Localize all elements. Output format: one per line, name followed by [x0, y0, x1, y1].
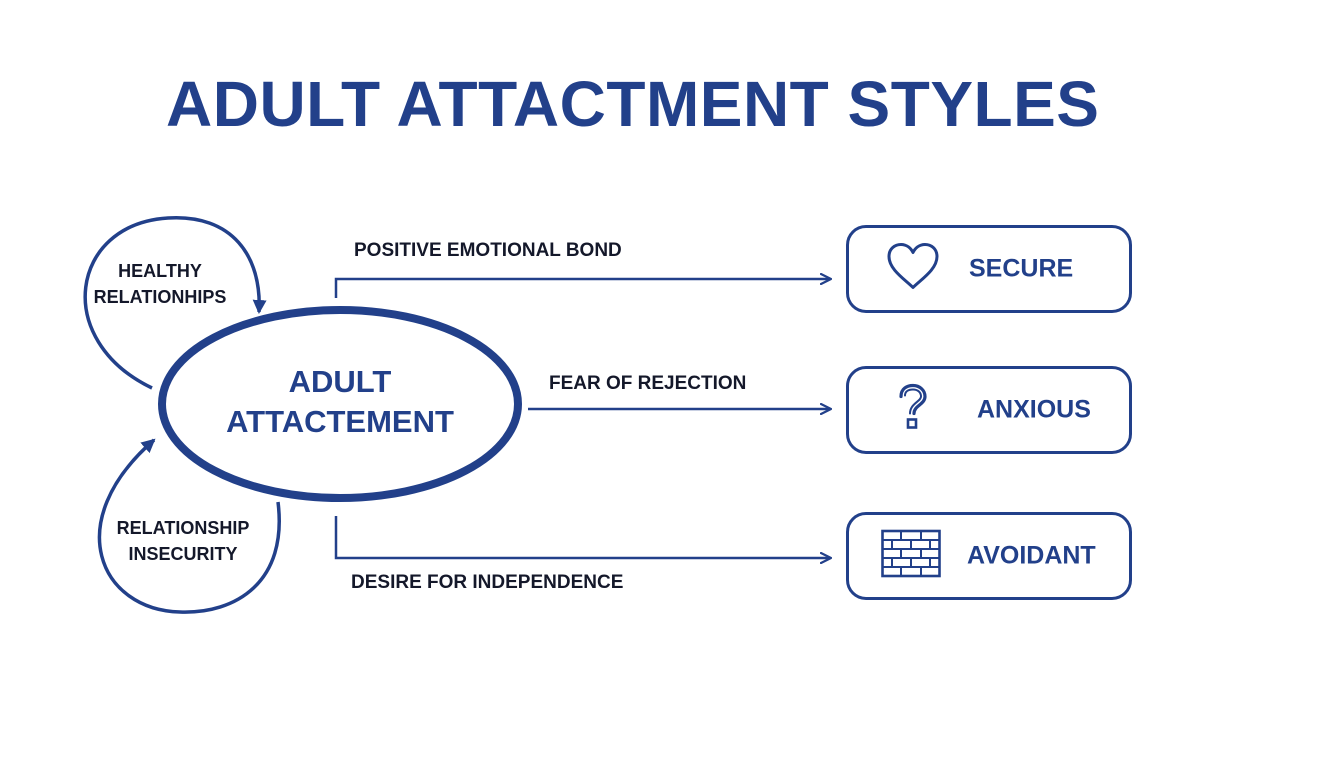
style-name-anxious: ANXIOUS	[977, 395, 1091, 424]
style-box-secure[interactable]: SECURE	[846, 225, 1132, 313]
connector-label-avoidant: DESIRE FOR INDEPENDENCE	[351, 572, 624, 593]
heart-icon	[885, 242, 941, 297]
center-node-label: ADULT ATTACTEMENT	[170, 362, 510, 442]
style-name-secure: SECURE	[969, 254, 1074, 283]
style-box-anxious[interactable]: ANXIOUS	[846, 366, 1132, 454]
connector-label-anxious: FEAR OF REJECTION	[549, 373, 747, 394]
question-mark-icon	[893, 383, 933, 438]
center-label-line2: ATTACTEMENT	[226, 404, 454, 439]
loop-label-healthy-line2: RELATIONHIPS	[93, 287, 227, 307]
loop-label-healthy-line1: HEALTHY	[118, 261, 202, 281]
connector-avoidant	[334, 516, 830, 558]
brick-wall-icon	[881, 529, 941, 583]
loop-label-insecurity: RELATIONSHIP INSECURITY	[106, 515, 260, 567]
loop-arrow-healthy	[83, 216, 267, 390]
style-box-avoidant[interactable]: AVOIDANT	[846, 512, 1132, 600]
center-label-line1: ADULT	[288, 364, 392, 399]
diagram-title: ADULT ATTACTMENT STYLES	[166, 68, 1100, 140]
connector-label-secure: POSITIVE EMOTIONAL BOND	[354, 240, 622, 261]
connector-secure	[334, 279, 830, 298]
loop-label-healthy: HEALTHY RELATIONHIPS	[84, 258, 236, 310]
style-name-avoidant: AVOIDANT	[967, 541, 1096, 570]
loop-label-insecurity-line2: INSECURITY	[128, 544, 238, 564]
loop-arrow-insecurity	[97, 438, 281, 614]
center-ellipse	[158, 306, 522, 502]
loop-label-insecurity-line1: RELATIONSHIP	[116, 518, 250, 538]
